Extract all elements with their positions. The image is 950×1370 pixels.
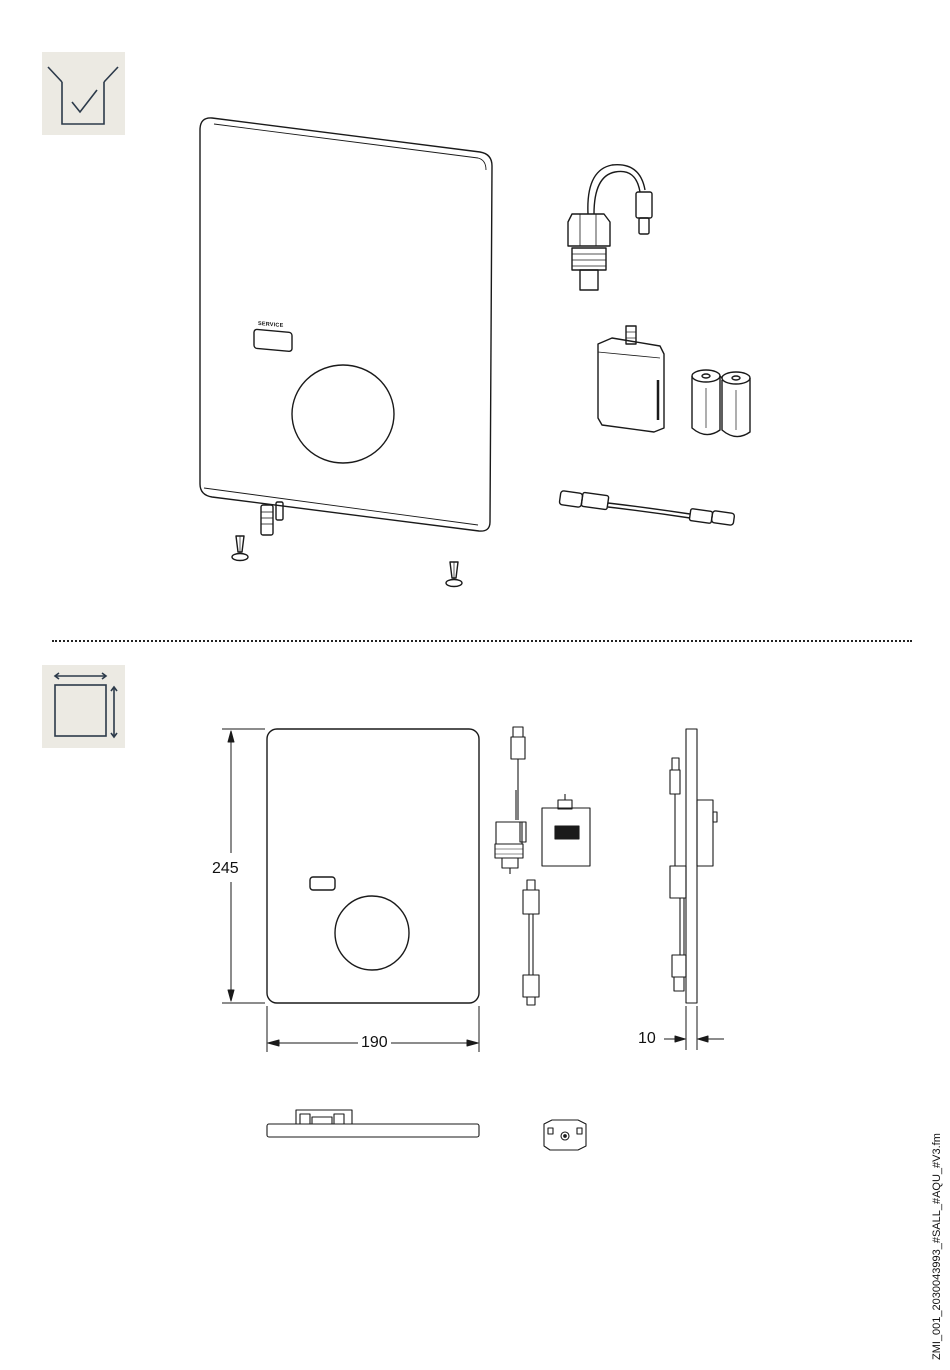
front-elevation: [267, 729, 479, 1003]
file-identifier: ZMI_001_2030043993_#SALL_#AQU_#V3.fm: [931, 1133, 943, 1360]
battery-elevation: [542, 794, 590, 866]
cable-elevation: [523, 880, 539, 1005]
battery-housing: [598, 326, 664, 432]
battery-cells: [692, 370, 750, 437]
depth-dimension-label: 10: [638, 1030, 656, 1048]
screw-left: [232, 536, 248, 561]
height-dimension-label: 245: [212, 860, 239, 878]
solenoid-valve: [568, 165, 652, 290]
bracket-detail: [544, 1120, 586, 1150]
panel-fitting: [261, 502, 283, 535]
section-divider: [52, 640, 912, 642]
depth-dimension: [664, 1006, 724, 1050]
plate-bottom-view: [267, 1110, 479, 1137]
solenoid-elevation: [495, 727, 526, 874]
side-elevation: [670, 729, 717, 1003]
extension-cable: [559, 491, 735, 526]
screw-right: [446, 562, 462, 587]
cover-panel: [200, 118, 492, 531]
width-dimension-label: 190: [358, 1034, 391, 1052]
